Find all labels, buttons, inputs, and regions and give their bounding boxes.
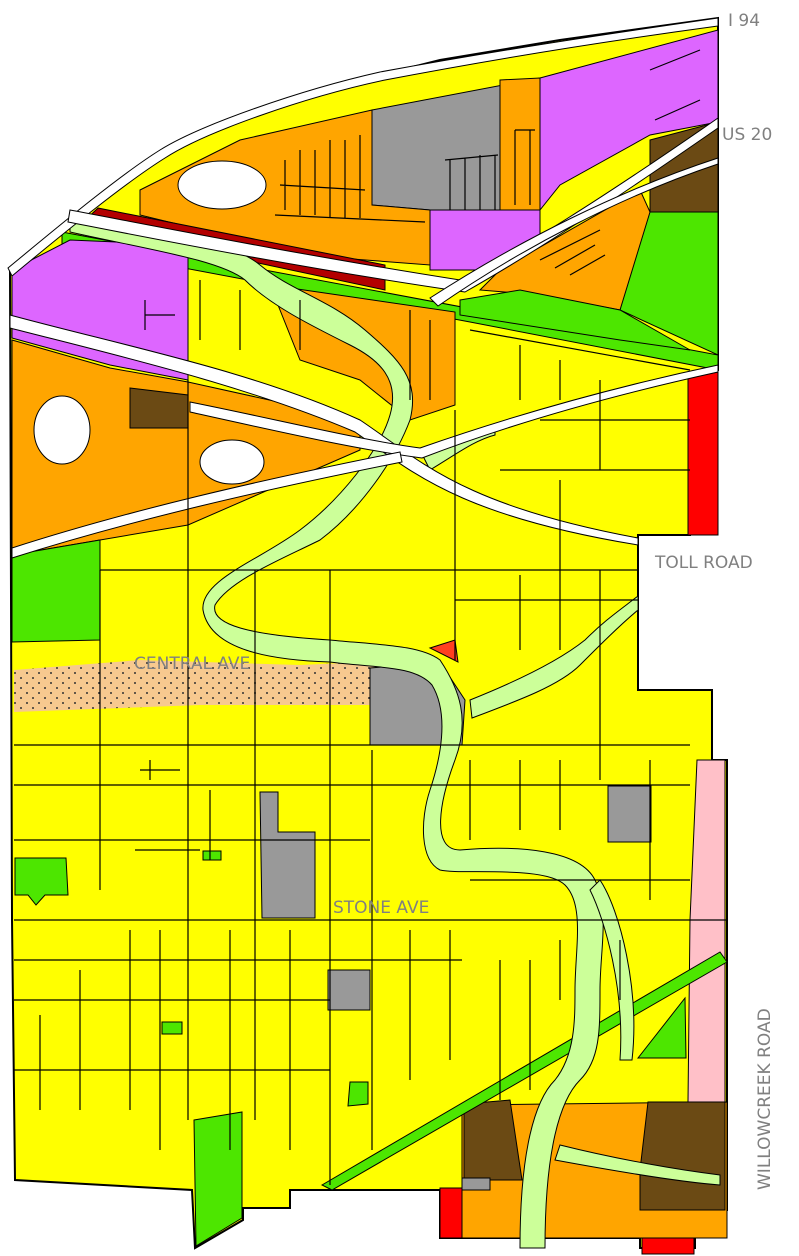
zone-brown-south-east [639,1101,726,1211]
label-willowcreek-road: WILLOWCREEK ROAD [755,1008,775,1190]
zone-brown-west [129,387,189,429]
zone-red-central [428,639,459,663]
street-grid-north [144,49,701,330]
pond-north [177,160,267,210]
label-i94: I 94 [728,11,760,31]
street-grid [14,280,727,1185]
zone-gray-south [327,969,371,1011]
road-northeast-link [429,157,719,307]
zone-red-south-edge [641,1237,695,1255]
creek-branch-south [554,1144,721,1186]
i94-highway [7,17,719,277]
label-central-ave: CENTRAL AVE [134,654,250,674]
toll-road [9,314,639,546]
zone-gray-south-small [461,1177,491,1191]
zone-green-park-small [202,850,222,861]
zone-green-park-east [636,996,687,1059]
pond-west-2 [199,439,265,485]
zone-gray-stone-west [259,791,316,919]
creek-branch-east [469,594,639,719]
zone-green-wedge [459,289,691,351]
zone-green-park-west [14,857,69,906]
zone-green-park-small-2 [161,1021,183,1035]
road-west-diagonal [11,451,403,559]
zone-red-south [439,1187,463,1239]
label-stone-ave: STONE AVE [333,898,429,918]
road-north-diagonal [189,364,719,459]
zone-brown-south-west [463,1099,523,1181]
zone-orange-north-small [499,77,541,211]
us20-highway [67,117,719,293]
zone-green-park-south [347,1081,369,1107]
label-us20: US 20 [722,125,772,145]
central-ave-corridor [14,660,420,712]
zone-green-west-park [11,539,101,643]
creek-branch-southeast [589,879,635,1061]
zone-gray-east [607,785,652,843]
creek-corridor [69,214,604,1249]
pond-west [33,395,91,465]
label-toll-road: TOLL ROAD [654,553,753,573]
zone-red-east [687,371,719,536]
